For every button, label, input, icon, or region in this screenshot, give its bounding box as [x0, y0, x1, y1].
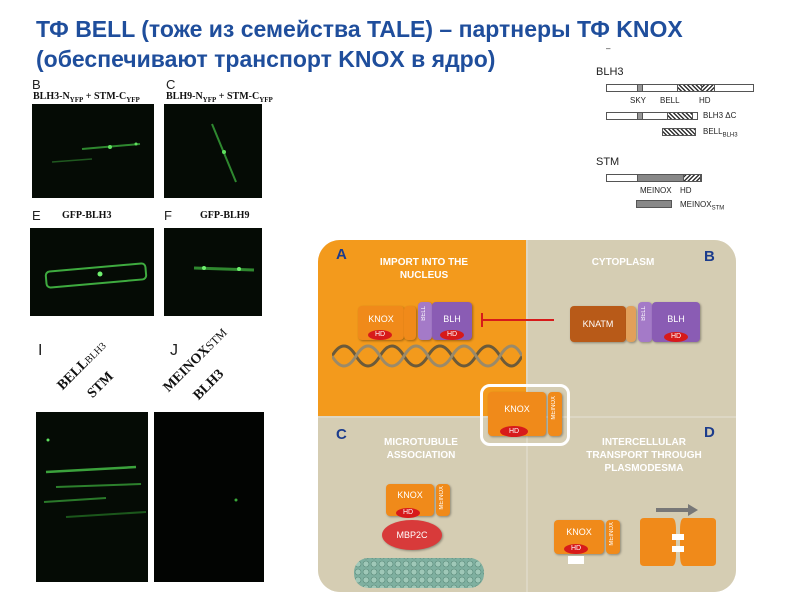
- quadrant-d-letter: D: [704, 424, 715, 441]
- blh3-deltac-bar: [606, 112, 698, 120]
- hd-badge-a1: HD: [368, 330, 392, 340]
- slide-title: ТФ BELL (тоже из семейства TALE) – партн…: [36, 14, 796, 74]
- schematic-stm-name: STM: [596, 156, 620, 168]
- knatm-strip: [626, 306, 636, 342]
- micrograph-e: [30, 228, 154, 316]
- bell-fragment-label: BELLBLH3: [703, 127, 738, 139]
- microtubule-icon: [354, 558, 484, 588]
- sky-domain: [637, 84, 643, 92]
- hd-badge-a2: HD: [440, 330, 464, 340]
- micrograph-e-image: [44, 262, 148, 289]
- panel-letter-c: C: [166, 77, 176, 92]
- meinox-strip-center: MEINOX: [548, 392, 562, 436]
- dna-helix-icon: [332, 344, 522, 368]
- stm-hd-domain: [683, 174, 701, 182]
- meinox-strip-c: MEINOX: [436, 484, 450, 516]
- meinox-fragment-bar: [636, 200, 672, 208]
- blh-protein-b: BLH: [652, 302, 700, 342]
- panel-letter-f: F: [164, 208, 172, 223]
- hd-badge-center: HD: [500, 426, 528, 437]
- blh3-full-bar: [606, 84, 754, 92]
- bell-domain-2: [667, 112, 693, 120]
- hd-badge-b: HD: [664, 332, 688, 342]
- sky-label: SKY: [630, 96, 647, 105]
- center-highlight-frame: [480, 384, 570, 446]
- plasmodesma-icon: [640, 504, 716, 566]
- bell-strip-a: BELL: [418, 302, 432, 340]
- panel-letter-b: B: [32, 77, 41, 92]
- panel-caption-i-bottom: STM: [84, 369, 117, 402]
- panel-caption-j-bottom: BLH3: [190, 366, 228, 404]
- quadrant-b-label: CYTOPLASM: [591, 257, 655, 268]
- quadrant-d-label: INTERCELLULAR TRANSPORT THROUGH PLASMODE…: [586, 437, 702, 474]
- micrograph-f-image: [193, 266, 255, 272]
- inhibition-arrow-icon: [481, 313, 554, 327]
- meinox-strip-d: MEINOX: [606, 520, 620, 554]
- micrograph-i: [36, 412, 148, 582]
- bell-domain: [677, 84, 703, 92]
- meinox-fragment-label: MEINOXSTM: [680, 200, 725, 212]
- stm-hd-label: HD: [680, 186, 692, 195]
- panel-caption-f: GFP-BLH9: [200, 210, 250, 221]
- schematic-blh3-name: BLH3: [596, 66, 624, 78]
- bell-fragment-bar: [662, 128, 696, 136]
- panel-letter-i: I: [38, 342, 43, 359]
- quadrant-a-label: IMPORT INTO THE NUCLEUS: [379, 257, 469, 281]
- hd-domain: [701, 84, 715, 92]
- knatm-protein: KNATM: [570, 306, 626, 342]
- knox-function-diagram: A IMPORT INTO THE NUCLEUS B CYTOPLASM C …: [318, 240, 736, 592]
- sky-domain-2: [637, 112, 643, 120]
- quadrant-b-letter: B: [704, 248, 715, 265]
- panel-letter-e: E: [32, 208, 41, 223]
- bell-strip-b: BELL: [638, 302, 652, 342]
- hd-label: HD: [699, 96, 711, 105]
- meinox-strip-a: [404, 306, 416, 340]
- micrograph-c: [164, 104, 262, 198]
- micrograph-f: [164, 228, 262, 316]
- quadrant-c-label: MICROTUBULE ASSOCIATION: [384, 437, 458, 461]
- blh3-deltac-label: BLH3 ΔC: [703, 111, 737, 120]
- schematic-tick: –: [606, 44, 611, 53]
- panel-caption-e: GFP-BLH3: [62, 210, 112, 221]
- quadrant-c-letter: C: [336, 426, 347, 443]
- knox-protein-a: KNOX: [358, 306, 404, 340]
- stm-full-bar: [606, 174, 702, 182]
- micrograph-j: [154, 412, 264, 582]
- micrograph-i-image: [43, 438, 147, 518]
- micrograph-c-image: [211, 123, 237, 183]
- mbp2c-protein: MBP2C: [382, 520, 442, 550]
- hd-badge-c: HD: [396, 508, 420, 518]
- panel-caption-c: BLH9-NYFP + STM-CYFP: [166, 91, 273, 104]
- quadrant-a-letter: A: [336, 246, 347, 263]
- micrograph-b: [32, 104, 154, 198]
- bell-label: BELL: [660, 96, 680, 105]
- micrograph-b-image: [51, 142, 141, 163]
- title-line-1: ТФ BELL (тоже из семейства TALE) – партн…: [36, 16, 683, 42]
- micrograph-j-image: [234, 498, 238, 502]
- meinox-label: MEINOX: [640, 186, 672, 195]
- panel-caption-b: BLH3-NYFP + STM-CYFP: [33, 91, 140, 104]
- title-line-2: (обеспечивают транспорт KNOX в ядро): [36, 46, 496, 72]
- panel-letter-j: J: [170, 342, 178, 359]
- meinox-domain: [637, 174, 685, 182]
- hd-badge-d: HD: [564, 544, 588, 554]
- knox-tag-d: [568, 556, 584, 564]
